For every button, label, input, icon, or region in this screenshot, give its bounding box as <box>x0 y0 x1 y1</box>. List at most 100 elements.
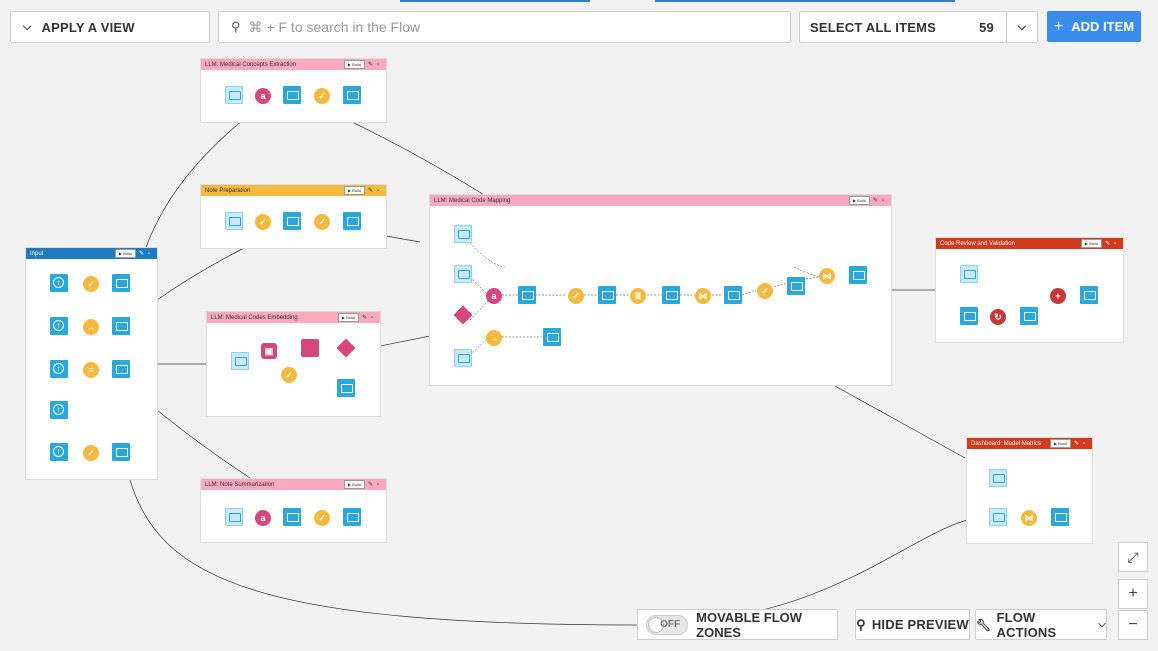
zone-note-prep-header[interactable]: Note Preparation ▶ Build✎▫ <box>201 185 386 196</box>
select-dropdown-button[interactable]: ⌵ <box>1006 11 1038 43</box>
edit-icon[interactable]: ✎ <box>1105 240 1111 247</box>
maximize-icon[interactable]: ▫ <box>882 197 885 204</box>
zone-code-mapping[interactable]: LLM: Medical Code Mapping ▶ Build✎▫ a ✓ … <box>429 194 892 386</box>
dataset-node[interactable] <box>50 274 68 292</box>
edit-icon[interactable]: ✎ <box>368 61 374 68</box>
dataset-node[interactable] <box>225 508 243 526</box>
dataset-node[interactable] <box>454 265 472 283</box>
recipe-node[interactable]: ⋈ <box>695 288 711 304</box>
dataset-node[interactable] <box>283 212 301 230</box>
maximize-icon[interactable]: ▫ <box>371 314 374 321</box>
dataset-node[interactable] <box>1080 286 1098 304</box>
dataset-node[interactable] <box>454 225 472 243</box>
recipe-node[interactable]: ✓ <box>83 445 99 461</box>
dataset-node[interactable] <box>454 349 472 367</box>
build-button[interactable]: ▶ Build <box>114 249 136 258</box>
apply-view-button[interactable]: ⌵ APPLY A VIEW <box>10 11 210 43</box>
recipe-node[interactable]: ✓ <box>83 276 99 292</box>
maximize-icon[interactable]: ▫ <box>1114 240 1117 247</box>
dataset-node[interactable] <box>518 286 536 304</box>
build-button[interactable]: ▶ Build <box>343 480 365 489</box>
model-node[interactable] <box>336 338 356 358</box>
recipe-node[interactable]: ✓ <box>314 88 330 104</box>
recipe-node[interactable]: ✓ <box>314 510 330 526</box>
flow-search[interactable]: ⚲ ⌘ + F to search in the Flow <box>218 11 791 43</box>
maximize-icon[interactable]: ▫ <box>377 61 380 68</box>
dataset-node[interactable] <box>849 266 867 284</box>
fit-to-screen-button[interactable]: ⤢ <box>1118 542 1148 572</box>
dataset-node[interactable] <box>50 317 68 335</box>
recipe-node[interactable]: → <box>83 319 99 335</box>
dataset-node[interactable] <box>598 286 616 304</box>
dataset-node[interactable] <box>112 360 130 378</box>
recipe-node[interactable]: + <box>1050 288 1066 304</box>
dataset-node[interactable] <box>960 265 978 283</box>
hide-preview-button[interactable]: ⚲ HIDE PREVIEW <box>855 609 970 640</box>
knowledge-bank-node[interactable] <box>301 339 319 357</box>
dataset-node[interactable] <box>337 379 355 397</box>
recipe-node[interactable]: ✓ <box>314 214 330 230</box>
zone-concepts-header[interactable]: LLM: Medical Concepts Extraction ▶ Build… <box>201 59 386 70</box>
dataset-node[interactable] <box>543 328 561 346</box>
dataset-node[interactable] <box>112 443 130 461</box>
dataset-node[interactable] <box>787 277 805 295</box>
recipe-node[interactable]: ✓ <box>281 367 297 383</box>
dataset-node[interactable] <box>112 274 130 292</box>
zone-note-preparation[interactable]: Note Preparation ▶ Build✎▫ ✓ ✓ <box>200 184 387 249</box>
dataset-node[interactable] <box>50 401 68 419</box>
zone-code-review[interactable]: Code Review and Validation ▶ Build✎▫ ↻ + <box>935 237 1124 343</box>
recipe-node[interactable]: a <box>255 88 271 104</box>
dataset-node[interactable] <box>225 86 243 104</box>
toggle-switch[interactable]: OFF <box>646 614 689 635</box>
edit-icon[interactable]: ✎ <box>139 250 145 257</box>
zone-summarization-header[interactable]: LLM: Note Summarization ▶ Build✎▫ <box>201 479 386 490</box>
maximize-icon[interactable]: ▫ <box>377 187 380 194</box>
build-button[interactable]: ▶ Build <box>1049 439 1071 448</box>
dataset-node[interactable] <box>343 86 361 104</box>
dataset-node[interactable] <box>231 352 249 370</box>
dataset-node[interactable] <box>1020 307 1038 325</box>
zone-dashboard[interactable]: Dashboard: Model Metrics ▶ Build✎▫ ⋈ <box>966 437 1093 544</box>
movable-flow-zones-toggle[interactable]: OFF MOVABLE FLOW ZONES <box>637 609 838 640</box>
zone-input-header[interactable]: Input ▶ Build✎▫ <box>26 248 157 259</box>
dataset-node[interactable] <box>225 212 243 230</box>
recipe-node[interactable]: ⋈ <box>819 268 835 284</box>
zone-concepts[interactable]: LLM: Medical Concepts Extraction ▶ Build… <box>200 58 387 123</box>
zone-note-summarization[interactable]: LLM: Note Summarization ▶ Build✎▫ a ✓ <box>200 478 387 543</box>
edit-icon[interactable]: ✎ <box>368 187 374 194</box>
dataset-node[interactable] <box>50 443 68 461</box>
dataset-node[interactable] <box>989 469 1007 487</box>
dataset-node[interactable] <box>989 508 1007 526</box>
flow-actions-button[interactable]: 🔧︎ FLOW ACTIONS ⌵ <box>975 609 1107 640</box>
recipe-node[interactable]: ✓ <box>757 283 773 299</box>
zone-embedding-header[interactable]: LLM: Medical Codes Embedding ▶ Build✎▫ <box>207 312 380 323</box>
recipe-node[interactable]: Ⅲ <box>630 288 646 304</box>
recipe-node[interactable]: ⋈ <box>1021 510 1037 526</box>
build-button[interactable]: ▶ Build <box>1080 239 1102 248</box>
dataset-node[interactable] <box>343 212 361 230</box>
edit-icon[interactable]: ✎ <box>368 481 374 488</box>
zoom-out-button[interactable]: − <box>1118 610 1148 640</box>
zone-mapping-header[interactable]: LLM: Medical Code Mapping ▶ Build✎▫ <box>430 195 891 206</box>
dataset-node[interactable] <box>724 286 742 304</box>
dataset-node[interactable] <box>343 508 361 526</box>
recipe-node[interactable]: a <box>486 288 502 304</box>
edit-icon[interactable]: ✎ <box>362 314 368 321</box>
dataset-node[interactable] <box>960 307 978 325</box>
recipe-node[interactable]: ↻ <box>990 309 1006 325</box>
select-all-button[interactable]: SELECT ALL ITEMS 59 <box>799 11 1007 43</box>
build-button[interactable]: ▶ Build <box>848 196 870 205</box>
dataset-node[interactable] <box>50 360 68 378</box>
dataset-node[interactable] <box>283 86 301 104</box>
recipe-node[interactable]: a <box>255 510 271 526</box>
build-button[interactable]: ▶ Build <box>343 60 365 69</box>
zoom-in-button[interactable]: + <box>1118 579 1148 609</box>
maximize-icon[interactable]: ▫ <box>377 481 380 488</box>
recipe-node[interactable]: ✓ <box>255 214 271 230</box>
zone-codes-embedding[interactable]: LLM: Medical Codes Embedding ▶ Build✎▫ ▣… <box>206 311 381 417</box>
maximize-icon[interactable]: ▫ <box>1083 440 1086 447</box>
zone-review-header[interactable]: Code Review and Validation ▶ Build✎▫ <box>936 238 1123 249</box>
recipe-node[interactable]: ≡ <box>83 362 99 378</box>
recipe-node[interactable]: ▣ <box>261 343 277 359</box>
dataset-node[interactable] <box>283 508 301 526</box>
